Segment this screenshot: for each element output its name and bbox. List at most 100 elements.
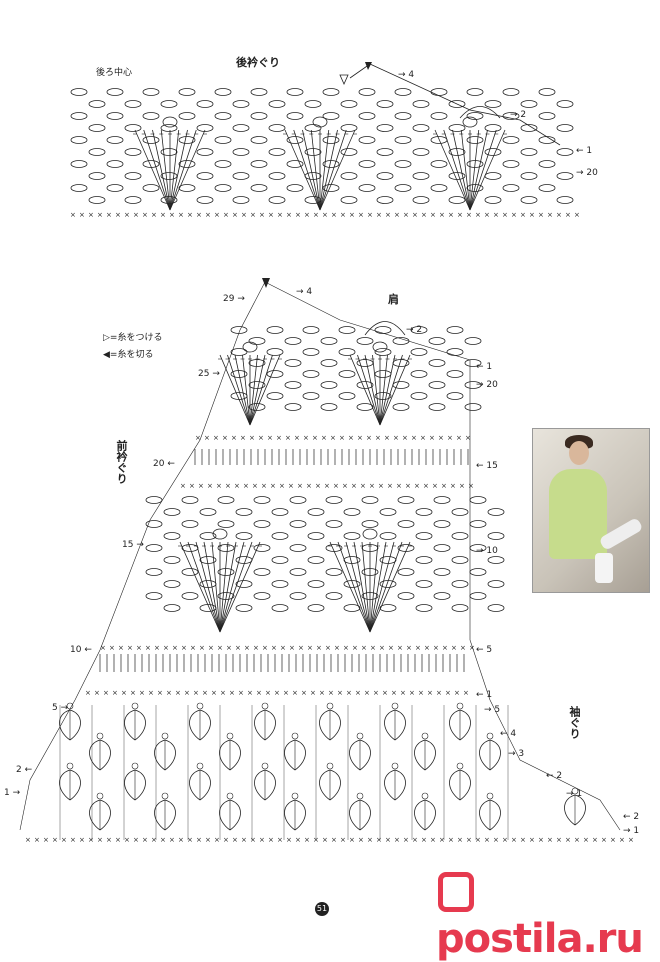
chain-loop [412,124,430,132]
chain-loop [307,556,325,564]
cross-stitch: × [610,836,616,844]
cross-stitch: × [216,482,222,490]
chain-loop [358,112,376,120]
cross-stitch: × [349,836,355,844]
chain-loop [538,112,556,120]
chain-loop [160,100,178,108]
cross-stitch: × [520,836,526,844]
stitch-line [211,541,221,633]
stitch-line [169,129,197,211]
chain-loop [392,403,410,411]
cross-stitch: × [187,836,193,844]
chain-loop [320,381,338,389]
stitch-line [329,541,371,633]
cross-stitch: × [556,836,562,844]
cross-stitch: × [439,836,445,844]
cross-stitch: × [433,644,439,652]
row-number: 25 → [198,369,220,379]
chain-loop [253,496,271,504]
cross-stitch: × [373,689,379,697]
chain-loop [271,580,289,588]
cross-stitch: × [601,836,607,844]
chain-loop [145,568,163,576]
chain-loop [430,160,448,168]
cross-stitch: × [97,836,103,844]
cross-stitch: × [420,434,426,442]
cross-stitch: × [304,836,310,844]
cross-stitch: × [142,211,148,219]
chain-loop [88,148,106,156]
cross-stitch: × [241,211,247,219]
chain-loop [464,337,482,345]
cross-stitch: × [295,836,301,844]
cross-stitch: × [436,689,442,697]
chain-loop [124,172,142,180]
cross-stitch: × [352,644,358,652]
cross-stitch: × [357,434,363,442]
row-number: → 1 [623,826,640,836]
armhole-edge [264,281,621,831]
cross-stitch: × [583,836,589,844]
chain-loop [338,326,356,334]
stitch-line [319,129,347,211]
cross-stitch: × [180,482,186,490]
chain-loop [250,184,268,192]
chain-loop [394,160,412,168]
cross-stitch: × [331,836,337,844]
cross-stitch: × [118,644,124,652]
cross-stitch: × [136,644,142,652]
row-number-text: 3 [518,749,525,759]
stitch-line [372,354,381,426]
stitch-line [219,354,251,426]
cross-stitch: × [415,644,421,652]
chain-loop [289,496,307,504]
stitch-line [249,354,258,426]
chain-loop [250,112,268,120]
cross-stitch: × [366,434,372,442]
stitch-line [169,129,188,211]
cross-stitch: × [384,434,390,442]
cross-stitch: × [312,434,318,442]
stitch-line [242,354,251,426]
cross-stitch: × [466,211,472,219]
cross-stitch: × [459,482,465,490]
row-number-text: 20 [586,168,598,178]
chain-loop [232,124,250,132]
chain-loop [520,196,538,204]
chain-loop [284,403,302,411]
chain-loop [145,592,163,600]
cross-stitch: × [226,644,232,652]
stitch-line [379,354,388,426]
cross-stitch: × [234,482,240,490]
cross-stitch: × [259,836,265,844]
chain-loop [520,172,538,180]
stitch-line [293,129,321,211]
cross-stitch: × [223,836,229,844]
stitch-line [357,354,381,426]
chain-loop [286,184,304,192]
picot [356,732,364,740]
cross-stitch: × [190,644,196,652]
shoulder-title: 肩 [388,293,399,306]
chain-loop [520,124,538,132]
back-center-label: 後ろ中心 [96,68,133,78]
picot [161,792,169,800]
cross-stitch: × [451,644,457,652]
chain-loop [214,136,232,144]
cross-stitch: × [268,836,274,844]
stitch-line [319,129,330,211]
stitch-line [361,541,371,633]
chain-loop [242,341,258,353]
row-number-text: 5 [52,703,58,713]
cross-stitch: × [169,211,175,219]
chain-loop [178,160,196,168]
chain-loop [466,112,484,120]
chain-loop [304,100,322,108]
chain-loop [284,359,302,367]
row-number: ← 2 [546,771,563,781]
chain-loop [163,604,181,612]
stitch-line [369,541,411,633]
cross-stitch: × [412,836,418,844]
chain-loop [376,172,394,180]
cross-stitch: × [268,211,274,219]
